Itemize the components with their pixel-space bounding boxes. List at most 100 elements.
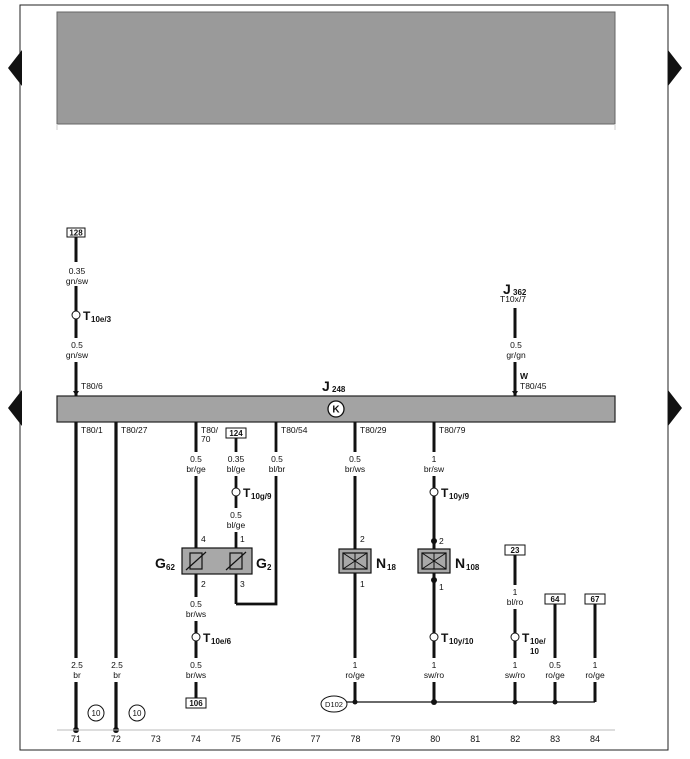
left-feed-size1: 0.35 bbox=[69, 266, 86, 276]
column-number: 84 bbox=[590, 734, 600, 744]
wire-75-size2: 0.5 bbox=[230, 510, 242, 520]
wire-78-size1: 0.5 bbox=[349, 454, 361, 464]
wire-76-pin: T80/54 bbox=[281, 425, 308, 435]
g62-pin-bot: 2 bbox=[201, 579, 206, 589]
wire-82-size2: 1 bbox=[513, 660, 518, 670]
wire-72-pin: T80/27 bbox=[121, 425, 148, 435]
wire-76[interactable] bbox=[236, 422, 278, 606]
wire-82-color2: sw/ro bbox=[505, 670, 526, 680]
ref-box-106-label: 106 bbox=[189, 699, 203, 708]
left-feed-color1: gn/sw bbox=[66, 276, 89, 286]
wire-82-size1: 1 bbox=[513, 587, 518, 597]
control-unit-name: J bbox=[322, 378, 330, 394]
wire-80-conn2-sub: 10y/10 bbox=[449, 637, 474, 646]
wire-82-color1: bl/ro bbox=[507, 597, 524, 607]
wire-71-pin: T80/1 bbox=[81, 425, 103, 435]
next-page-arrow-icon[interactable] bbox=[668, 50, 682, 86]
wire-80-conn: T bbox=[441, 486, 449, 500]
left-feed-connector: T bbox=[83, 309, 91, 323]
wire-80-conn2: T bbox=[441, 631, 449, 645]
wire-71-color: br bbox=[73, 670, 81, 680]
wire-75-color2: bl/ge bbox=[227, 520, 246, 530]
wire-71-circle: 10 bbox=[92, 709, 101, 718]
g2-name: G bbox=[256, 555, 267, 571]
connector-t10g9-icon bbox=[231, 487, 241, 497]
column-number: 81 bbox=[470, 734, 480, 744]
page-frame bbox=[19, 4, 669, 751]
control-unit-symbol: K bbox=[332, 405, 340, 416]
left-feed-color2: gn/sw bbox=[66, 350, 89, 360]
n108-pin-top: 2 bbox=[439, 536, 444, 546]
wire-80-color1: br/sw bbox=[424, 464, 445, 474]
connector-t10e6-icon bbox=[191, 632, 201, 642]
wire-82-conn-sub: 10e/ bbox=[530, 637, 546, 646]
wire-78-color1: br/ws bbox=[345, 464, 365, 474]
column-number: 77 bbox=[310, 734, 320, 744]
wire-80-color2: sw/ro bbox=[424, 670, 445, 680]
n18-name: N bbox=[376, 555, 386, 571]
wire-80-pin: T80/79 bbox=[439, 425, 466, 435]
relay-ecu-pin: T80/45 bbox=[520, 381, 547, 391]
column-number: 76 bbox=[271, 734, 281, 744]
wire-82-conn: T bbox=[522, 631, 530, 645]
wire-74-size2: 0.5 bbox=[190, 599, 202, 609]
column-number: 75 bbox=[231, 734, 241, 744]
g62-sub: 62 bbox=[166, 563, 175, 572]
wire-74-pin-line2: 70 bbox=[201, 434, 211, 444]
g62-name: G bbox=[155, 555, 166, 571]
ground-ref-72-icon[interactable] bbox=[128, 704, 146, 722]
n18-sub: 18 bbox=[387, 563, 396, 572]
connector-t10e10-icon bbox=[510, 632, 520, 642]
ground-label: D102 bbox=[325, 700, 343, 709]
next-page-arrow-icon-lower[interactable] bbox=[668, 390, 682, 426]
column-number: 79 bbox=[390, 734, 400, 744]
relay-name: J bbox=[503, 281, 511, 297]
left-feed-ecu-pin: T80/6 bbox=[81, 381, 103, 391]
ref-box-23-label: 23 bbox=[511, 546, 520, 555]
wire-75-conn: T bbox=[243, 486, 251, 500]
g2-sub: 2 bbox=[267, 563, 272, 572]
column-number: 82 bbox=[510, 734, 520, 744]
wire-82-conn-sub2: 10 bbox=[530, 647, 539, 656]
ground-ref-71-icon[interactable] bbox=[87, 704, 105, 722]
relay-color: gr/gn bbox=[506, 350, 526, 360]
wire-71-size: 2.5 bbox=[71, 660, 83, 670]
wire-72-color: br bbox=[113, 670, 121, 680]
wire-80-size1: 1 bbox=[432, 454, 437, 464]
header-band bbox=[56, 11, 616, 125]
g2-pin-bot: 3 bbox=[240, 579, 245, 589]
prev-page-arrow-icon-lower[interactable] bbox=[8, 390, 22, 426]
relay-size: 0.5 bbox=[510, 340, 522, 350]
left-feed-connector-sub: 10e/3 bbox=[91, 315, 112, 324]
control-unit-symbol-icon bbox=[327, 400, 345, 418]
wire-76-size: 0.5 bbox=[271, 454, 283, 464]
column-number: 83 bbox=[550, 734, 560, 744]
wire-74-color3: br/ws bbox=[186, 670, 206, 680]
ground-point-d102-icon[interactable] bbox=[320, 695, 348, 713]
control-unit-number: 248 bbox=[332, 385, 346, 394]
connector-t10y10-icon bbox=[429, 632, 439, 642]
relay-number: 362 bbox=[513, 288, 527, 297]
g62-pin-top: 4 bbox=[201, 534, 206, 544]
ref-box-67-label: 67 bbox=[591, 595, 600, 604]
ref-box-124-label: 124 bbox=[229, 429, 243, 438]
wire-74-color1: br/ge bbox=[186, 464, 206, 474]
wire-78-color2: ro/ge bbox=[345, 670, 365, 680]
n18-valve-icon bbox=[342, 552, 368, 570]
wire-83-color: ro/ge bbox=[545, 670, 565, 680]
prev-page-arrow-icon[interactable] bbox=[8, 50, 22, 86]
column-number: 72 bbox=[111, 734, 121, 744]
wire-84-size: 1 bbox=[593, 660, 598, 670]
sensor-block-g62-g2[interactable] bbox=[181, 547, 253, 575]
column-number: 73 bbox=[151, 734, 161, 744]
wire-75-size1: 0.35 bbox=[228, 454, 245, 464]
n108-sub: 108 bbox=[466, 563, 480, 572]
ref-box-106[interactable] bbox=[185, 697, 207, 709]
wire-72-circle: 10 bbox=[133, 709, 142, 718]
connector-t10e3-icon bbox=[71, 310, 81, 320]
column-number: 78 bbox=[350, 734, 360, 744]
n108-name: N bbox=[455, 555, 465, 571]
column-number: 74 bbox=[191, 734, 201, 744]
wire-84-color: ro/ge bbox=[585, 670, 605, 680]
